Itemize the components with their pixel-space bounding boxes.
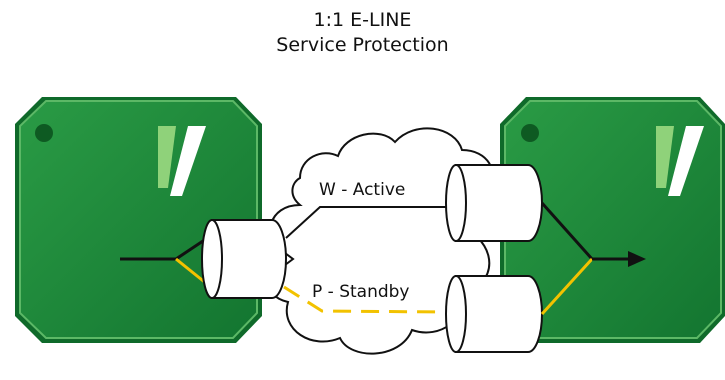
device-logo-icon: [656, 126, 704, 196]
arrow-right-icon: [628, 251, 646, 267]
left-port: [201, 219, 287, 299]
active-branch-right: [540, 202, 594, 260]
right-working-port: [445, 164, 543, 242]
device-logo-icon: [158, 126, 206, 196]
working-path-line: [285, 206, 447, 239]
diagram-title: 1:1 E-LINE Service Protection: [0, 8, 725, 58]
screw-icon: [521, 124, 539, 142]
screw-icon: [35, 124, 53, 142]
working-path-label: W - Active: [319, 180, 405, 200]
working-path-tick: [284, 252, 295, 266]
standby-branch-right: [540, 257, 594, 316]
protect-path-line: [283, 285, 446, 314]
right-device: [500, 97, 725, 343]
right-protect-port: [445, 275, 543, 353]
title-line-1: 1:1 E-LINE: [313, 9, 412, 31]
protect-path-label: P - Standby: [312, 282, 409, 302]
left-device: [15, 97, 262, 343]
title-line-2: Service Protection: [276, 34, 449, 56]
